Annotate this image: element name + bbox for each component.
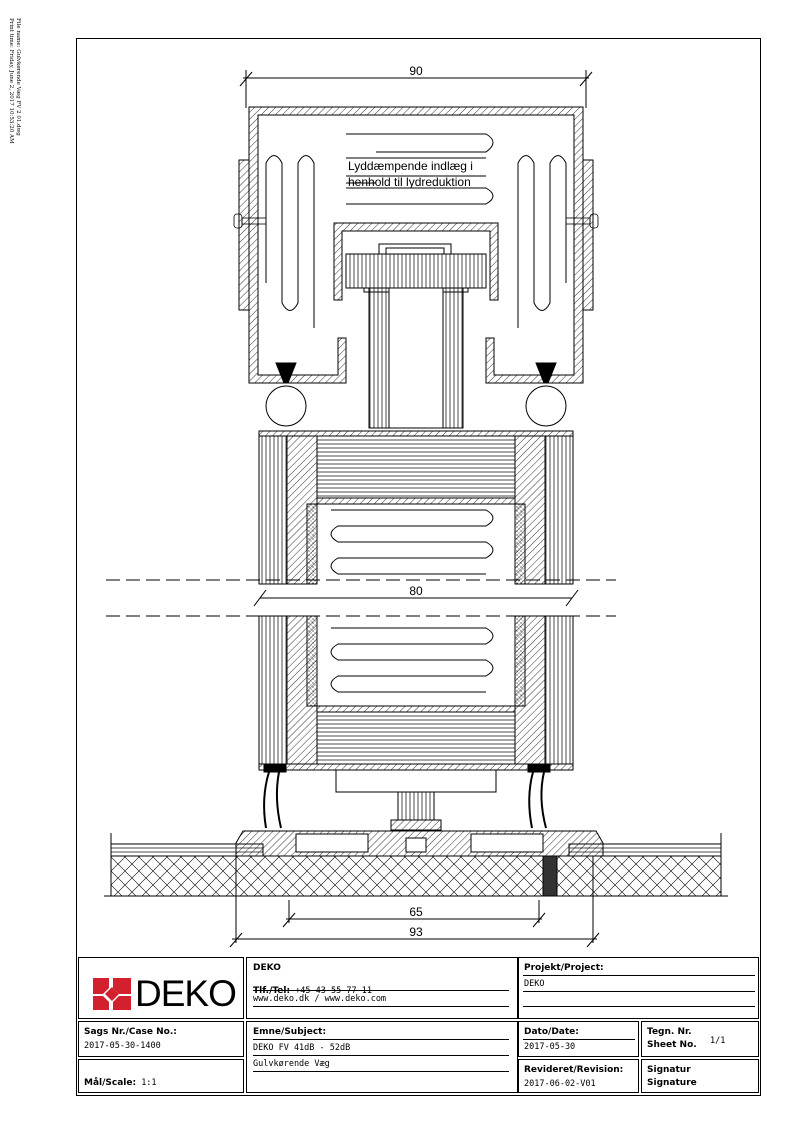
subject-label: Emne/Subject: bbox=[253, 1027, 327, 1037]
company-name: DEKO bbox=[253, 963, 281, 973]
scale-cell: Mål/Scale: 1:1 bbox=[78, 1059, 244, 1093]
section-drawing: Lyddæmpende indlæg i henhold til lydredu… bbox=[104, 64, 728, 948]
signature-label-2: Signature bbox=[647, 1078, 697, 1088]
revision-label: Revideret/Revision: bbox=[524, 1065, 624, 1075]
print-info: Print time: Friday, June 2, 2017 10:53:2… bbox=[6, 18, 32, 188]
sheet-value: 1/1 bbox=[710, 1036, 726, 1046]
date-cell: Dato/Date: 2017-05-30 bbox=[518, 1021, 639, 1057]
project-value: DEKO bbox=[524, 979, 545, 989]
project-cell: Projekt/Project: DEKO bbox=[518, 957, 759, 1019]
project-label: Projekt/Project: bbox=[524, 963, 604, 973]
sheet-label-1: Tegn. Nr. bbox=[647, 1027, 692, 1037]
company-cell: DEKO Tlf./Tel: +45 43 55 77 11 www.deko.… bbox=[246, 957, 518, 1019]
subject-line-2: Gulvkørende Væg bbox=[253, 1059, 330, 1069]
subject-cell: Emne/Subject: DEKO FV 41dB - 52dB Gulvkø… bbox=[246, 1021, 518, 1093]
case-label: Sags Nr./Case No.: bbox=[84, 1027, 177, 1037]
date-label: Dato/Date: bbox=[524, 1027, 579, 1037]
logo-cell: DEKO bbox=[78, 957, 244, 1019]
annotation-line-2: henhold til lydreduktion bbox=[348, 175, 471, 189]
scale-label: Mål/Scale: bbox=[84, 1078, 137, 1088]
dim-65-label: 65 bbox=[409, 905, 423, 919]
signature-label-1: Signatur bbox=[647, 1065, 691, 1075]
revision-value: 2017-06-02-V01 bbox=[524, 1079, 596, 1089]
dim-80-label: 80 bbox=[409, 584, 423, 598]
deko-logo: DEKO bbox=[93, 973, 237, 1014]
phone-label: Tlf./Tel: bbox=[253, 986, 291, 996]
bottom-seals bbox=[263, 763, 551, 829]
deko-logo-icon bbox=[93, 977, 131, 1010]
floor bbox=[104, 833, 728, 897]
file-name: File name: Gulvkørende Væg FV 2 01.dwg bbox=[15, 18, 21, 136]
drawing-frame bbox=[76, 38, 761, 1096]
top-track bbox=[233, 106, 599, 384]
annotation-line-1: Lyddæmpende indlæg i bbox=[348, 159, 473, 173]
trolley bbox=[345, 243, 487, 429]
break-lines bbox=[106, 579, 616, 617]
case-value: 2017-05-30-1400 bbox=[84, 1041, 161, 1051]
floor-rail bbox=[235, 830, 604, 857]
dim-bottom bbox=[229, 856, 600, 948]
logo-text: DEKO bbox=[135, 973, 237, 1014]
panel-lower bbox=[258, 615, 574, 793]
web-link[interactable]: www.deko.dk / www.deko.com bbox=[253, 994, 387, 1004]
case-cell: Sags Nr./Case No.: 2017-05-30-1400 bbox=[78, 1021, 244, 1057]
panel-upper bbox=[258, 430, 574, 585]
guide-pin bbox=[390, 791, 442, 831]
dim-top bbox=[239, 70, 593, 108]
sheet-cell: Tegn. Nr. Sheet No. 1/1 bbox=[641, 1021, 759, 1057]
scale-value: 1:1 bbox=[141, 1078, 157, 1088]
sheet-label-2: Sheet No. bbox=[647, 1040, 697, 1050]
subject-line-1: DEKO FV 41dB - 52dB bbox=[253, 1043, 351, 1053]
revision-cell: Revideret/Revision: 2017-06-02-V01 bbox=[518, 1059, 639, 1093]
phone: +45 43 55 77 11 bbox=[295, 986, 372, 996]
date-value: 2017-05-30 bbox=[524, 1042, 576, 1052]
dim-93-label: 93 bbox=[409, 925, 423, 939]
top-seals bbox=[265, 362, 567, 427]
dim-90-label: 90 bbox=[409, 64, 423, 78]
signature-cell: Signatur Signature bbox=[641, 1059, 759, 1093]
print-time: Print time: Friday, June 2, 2017 10:53:2… bbox=[8, 18, 14, 144]
